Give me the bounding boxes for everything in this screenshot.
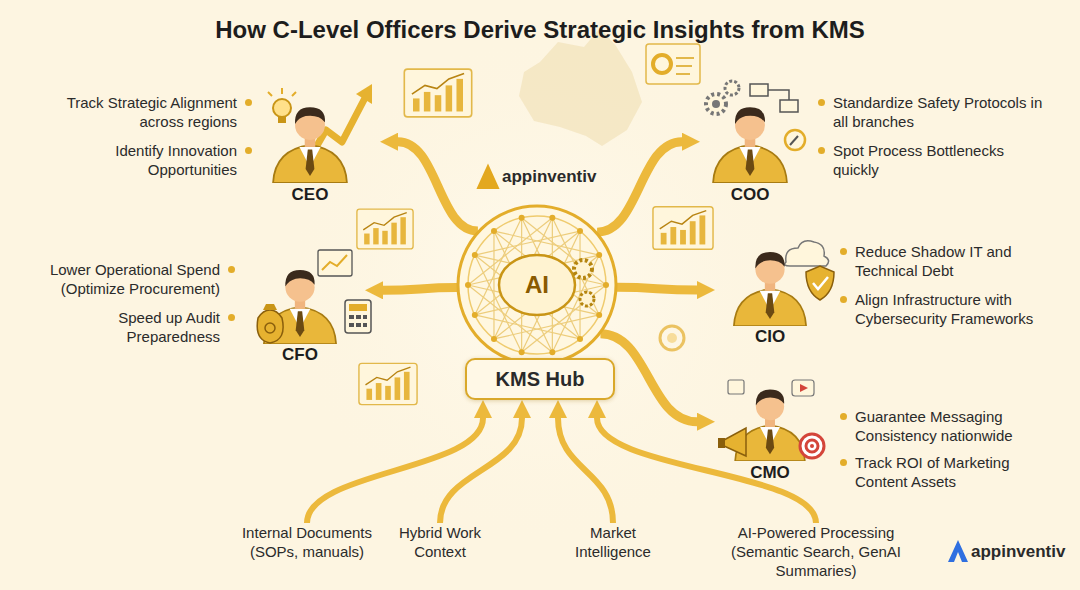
input-label: AI-Powered Processing (Semantic Search, … xyxy=(726,523,906,580)
connector-arrow xyxy=(597,418,816,523)
insight-bullet: Track ROI of Marketing Content Assets xyxy=(840,453,1055,491)
connector-arrow xyxy=(617,287,697,290)
diagram-title: How C-Level Officers Derive Strategic In… xyxy=(0,16,1080,44)
input-source: Hybrid Work Context xyxy=(390,523,490,568)
insight-bullet: Reduce Shadow IT and Technical Debt xyxy=(840,242,1062,280)
role-name: CFO xyxy=(260,345,340,365)
insight-bullet: Standardize Safety Protocols in all bran… xyxy=(818,93,1043,131)
brand-logo-text: appinventiv xyxy=(502,167,596,187)
role-group: CIO Reduce Shadow IT and Technical DebtAl… xyxy=(715,232,1065,353)
input-source: Internal Documents (SOPs, manuals) xyxy=(232,523,382,568)
insight-bullet: Track Strategic Alignment across regions xyxy=(40,93,252,131)
insight-bullet: Identify Innovation Opportunities xyxy=(40,141,252,179)
role-name: COO xyxy=(710,185,790,205)
connector-arrow xyxy=(597,142,682,232)
input-label: Internal Documents (SOPs, manuals) xyxy=(232,523,382,561)
role-group: CMO Guarantee Messaging Consistency natio… xyxy=(715,365,1065,500)
role-name: CIO xyxy=(730,327,810,347)
input-source: Market Intelligence xyxy=(566,523,660,568)
insight-bullet: Guarantee Messaging Consistency nationwi… xyxy=(840,407,1055,445)
hub-circle: AI xyxy=(455,200,625,370)
insight-bullet: Spot Process Bottlenecks quickly xyxy=(818,141,1043,179)
connector-arrow xyxy=(440,418,522,523)
hub-label-box: KMS Hub xyxy=(465,358,615,400)
role-name: CEO xyxy=(270,185,350,205)
connector-arrow xyxy=(398,142,478,231)
role-group: COO Standardize Safety Protocols in all b… xyxy=(700,85,1045,211)
input-label: Hybrid Work Context xyxy=(390,523,490,561)
role-name: CMO xyxy=(730,463,810,483)
hub-label: KMS Hub xyxy=(467,367,613,391)
brand-logo-text: appinventiv xyxy=(971,542,1065,562)
input-label: Market Intelligence xyxy=(566,523,660,561)
ai-mark: AI xyxy=(455,271,619,299)
connector-arrow xyxy=(383,287,457,290)
connector-arrow xyxy=(307,418,483,523)
role-group: CFO Lower Operational Spend (Optimize Pro… xyxy=(30,245,365,371)
input-source: AI-Powered Processing (Semantic Search, … xyxy=(726,523,906,586)
role-group: CEO Track Strategic Alignment across regi… xyxy=(40,85,380,211)
insight-bullet: Align Infrastructure with Cybersecurity … xyxy=(840,290,1062,328)
insight-bullet: Lower Operational Spend (Optimize Procur… xyxy=(30,260,235,298)
insight-bullet: Speed up Audit Preparedness xyxy=(30,308,235,346)
